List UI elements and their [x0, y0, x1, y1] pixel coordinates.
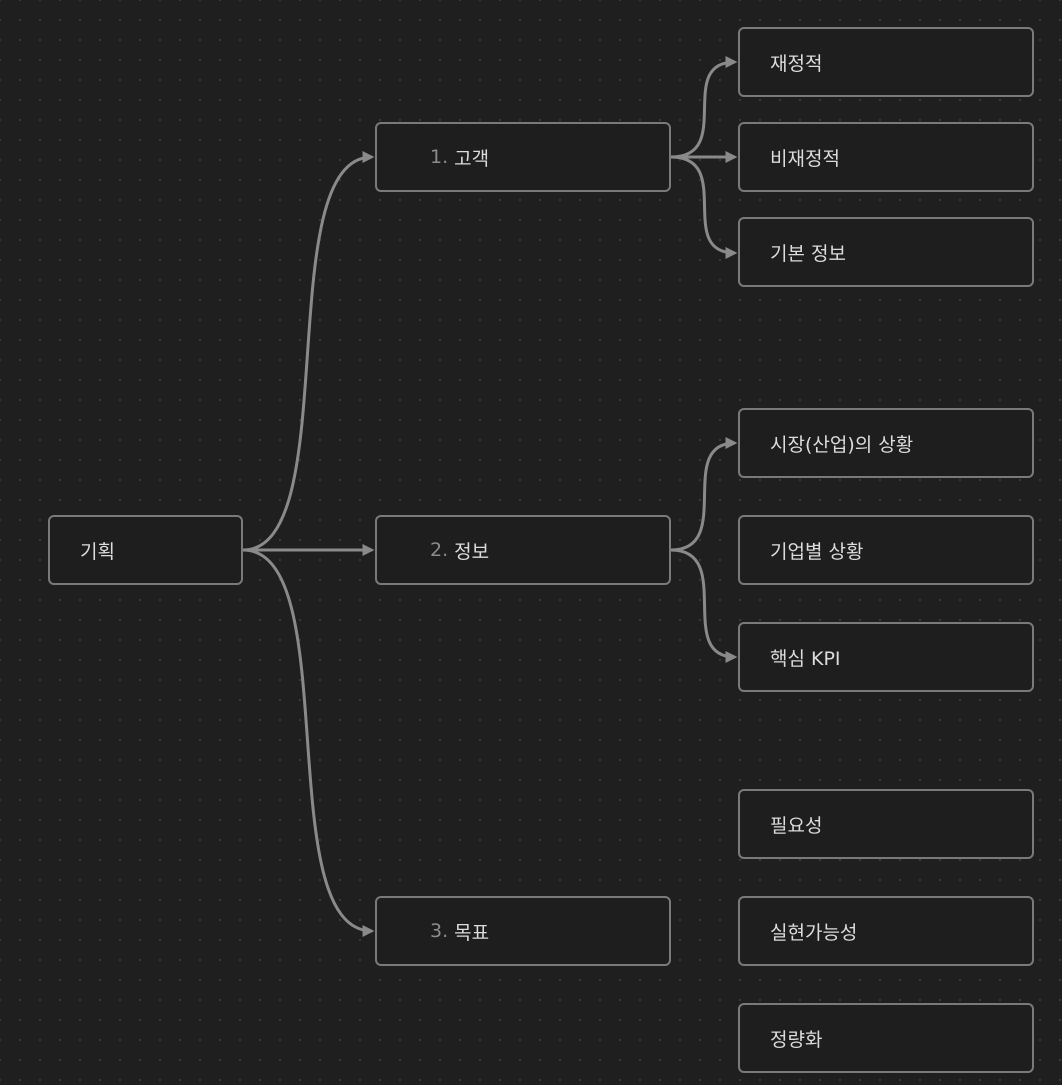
connector-customer-to-financial	[670, 56, 738, 159]
leaf-node-financial[interactable]: 재정적	[738, 27, 1034, 97]
leaf-node-market-status[interactable]: 시장(산업)의 상황	[738, 408, 1034, 478]
leaf-node-necessity[interactable]: 필요성	[738, 789, 1034, 859]
leaf-node-quantification[interactable]: 정량화	[738, 1003, 1034, 1073]
connector-info-to-kpi	[670, 548, 738, 663]
branch-label: 정보	[454, 540, 490, 563]
branch-node-customer[interactable]: 1. 고객	[375, 122, 671, 192]
leaf-node-company-status[interactable]: 기업별 상황	[738, 515, 1034, 585]
branch-node-info[interactable]: 2. 정보	[375, 515, 671, 585]
leaf-label: 실현가능성	[770, 921, 858, 944]
leaf-label: 시장(산업)의 상황	[770, 433, 914, 456]
leaf-label: 정량화	[770, 1028, 823, 1051]
leaf-label: 기본 정보	[770, 242, 846, 265]
leaf-label: 비재정적	[770, 147, 840, 170]
leaf-label: 기업별 상황	[770, 540, 864, 563]
root-node-label: 기획	[80, 540, 115, 563]
connector-customer-to-basic-info	[670, 155, 738, 259]
branch-number: 1.	[430, 146, 449, 168]
root-node[interactable]: 기획	[48, 515, 243, 585]
branch-number: 2.	[430, 539, 449, 561]
connector-root-to-customer	[242, 151, 375, 552]
leaf-label: 핵심 KPI	[770, 647, 841, 670]
branch-label: 목표	[454, 921, 490, 944]
leaf-label: 필요성	[770, 814, 823, 837]
leaf-node-basic-info[interactable]: 기본 정보	[738, 217, 1034, 287]
connector-info-to-market	[670, 437, 738, 552]
leaf-node-feasibility[interactable]: 실현가능성	[738, 896, 1034, 966]
leaf-node-nonfinancial[interactable]: 비재정적	[738, 122, 1034, 192]
branch-number: 3.	[430, 920, 449, 942]
leaf-label: 재정적	[770, 52, 823, 75]
branch-label: 고객	[454, 147, 490, 170]
leaf-node-core-kpi[interactable]: 핵심 KPI	[738, 622, 1034, 692]
connector-root-to-goal	[242, 548, 375, 937]
branch-node-goal[interactable]: 3. 목표	[375, 896, 671, 966]
